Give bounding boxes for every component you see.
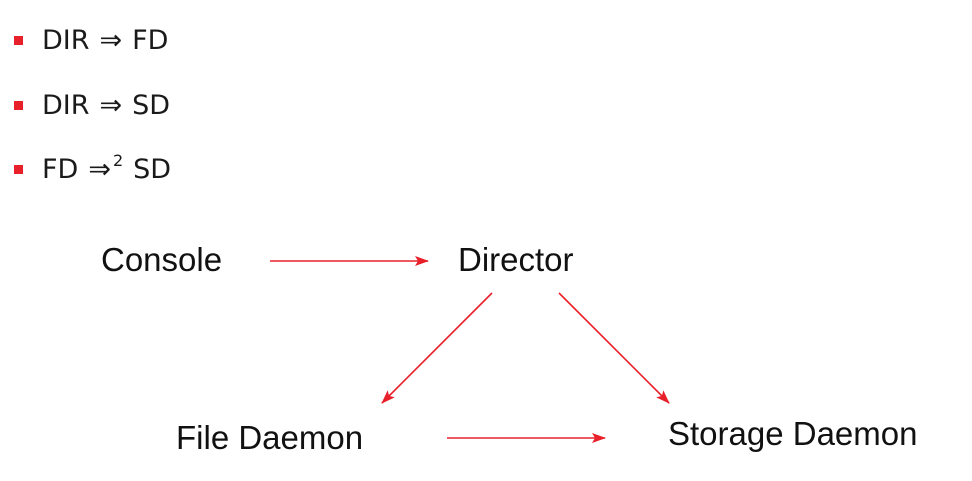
relation-list: DIR ⇒ FD DIR ⇒ SD FD ⇒ 2 SD	[0, 0, 400, 200]
arrow-director-to-file-daemon	[381, 292, 493, 404]
node-console: Console	[101, 241, 223, 278]
relation-left: FD	[42, 153, 79, 185]
bullet-marker-icon	[14, 35, 23, 45]
node-director: Director	[458, 241, 574, 278]
bullet-marker-icon	[14, 100, 23, 110]
relation-expression: FD ⇒ 2 SD	[42, 150, 172, 185]
relation-item-dir-sd: DIR ⇒ SD	[14, 87, 170, 123]
relation-item-fd-sd: FD ⇒ 2 SD	[14, 151, 171, 187]
relation-left: DIR	[42, 89, 90, 121]
implies-symbol: ⇒	[99, 24, 123, 56]
relation-right: SD	[133, 153, 172, 185]
arrow-director-to-storage-daemon	[558, 292, 670, 404]
relation-right: FD	[132, 24, 169, 56]
relation-expression: DIR ⇒ SD	[42, 90, 170, 121]
bullet-marker-icon	[14, 164, 23, 174]
relation-left: DIR	[42, 24, 90, 56]
node-storage-daemon: Storage Daemon	[668, 415, 918, 452]
relation-item-dir-fd: DIR ⇒ FD	[14, 22, 168, 58]
relation-right: SD	[132, 89, 171, 121]
implies-symbol: ⇒	[99, 89, 123, 121]
implies-symbol: ⇒	[88, 153, 111, 185]
superscript-two: 2	[112, 150, 124, 170]
relation-expression: DIR ⇒ FD	[42, 25, 168, 56]
node-file-daemon: File Daemon	[176, 419, 364, 456]
